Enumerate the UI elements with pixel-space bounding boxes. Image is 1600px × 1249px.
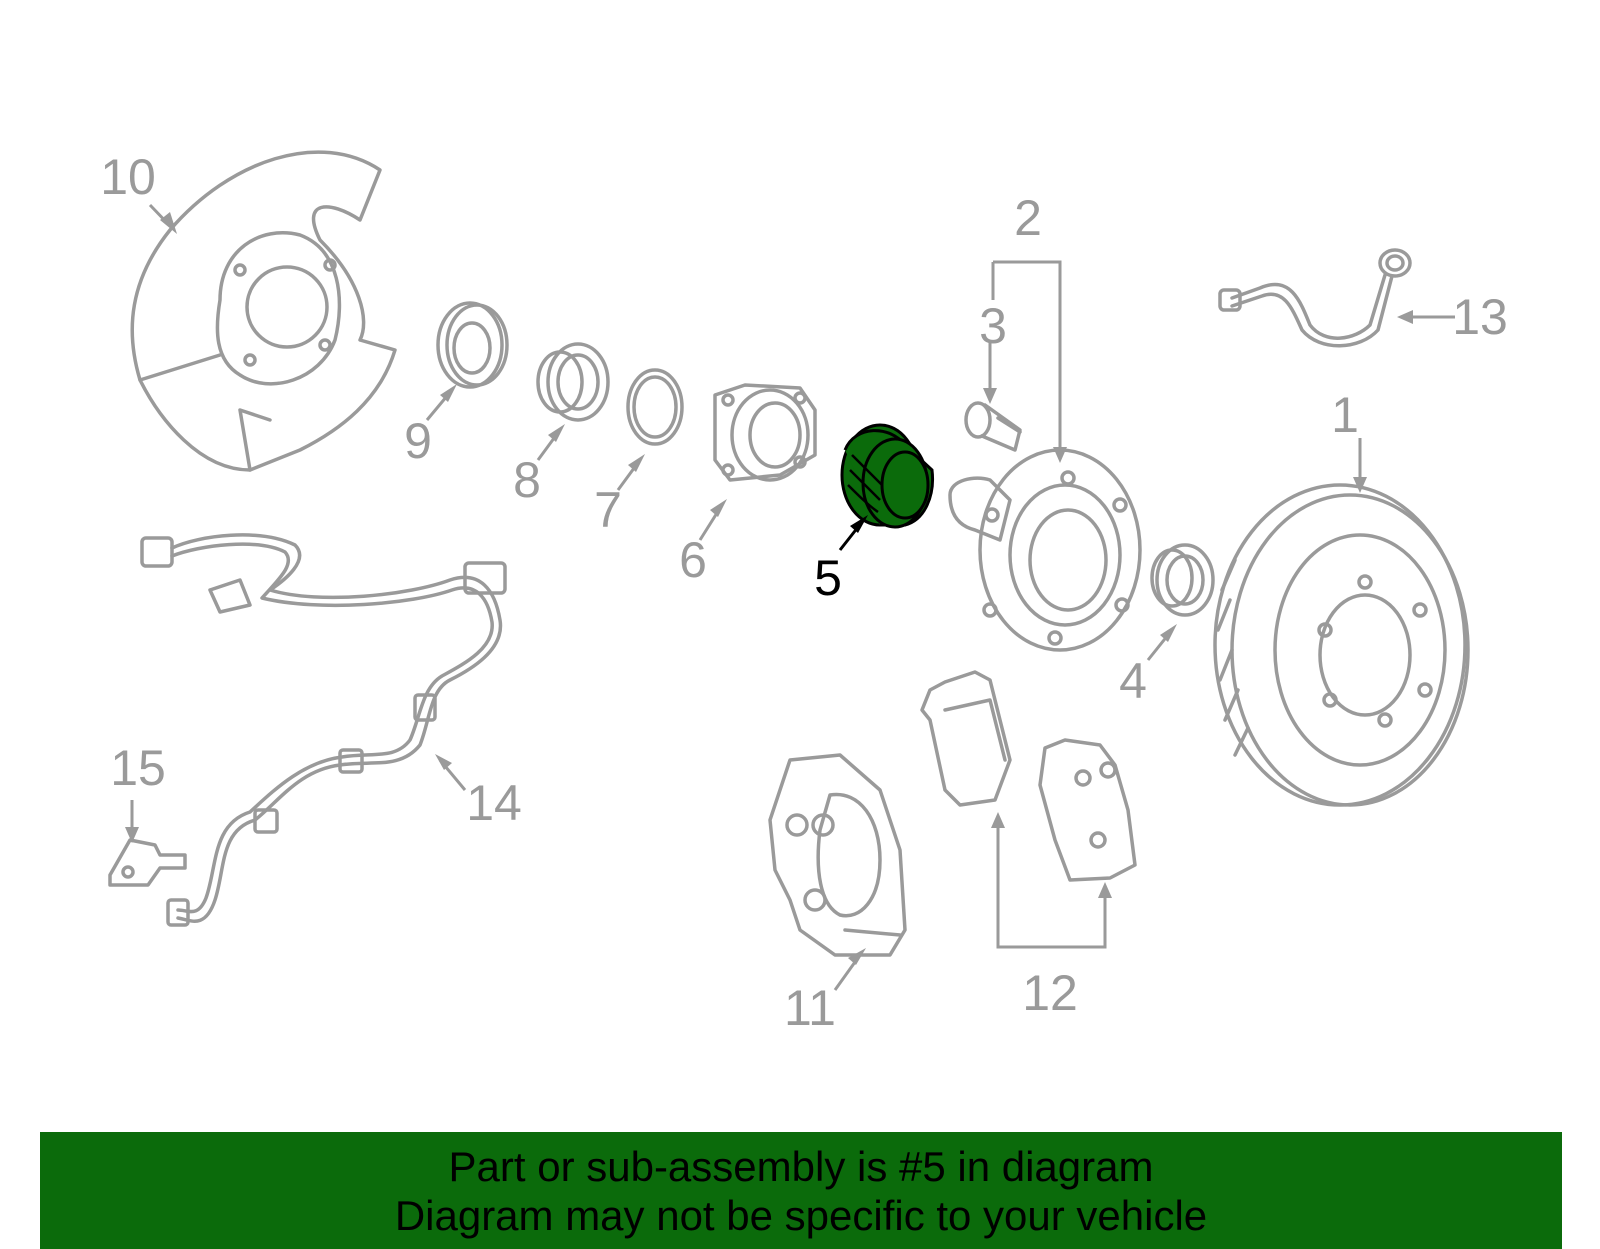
- callout-9: 9: [404, 413, 432, 469]
- callout-15: 15: [110, 740, 166, 796]
- banner-line-2: Diagram may not be specific to your vehi…: [394, 1191, 1208, 1239]
- part-12-brake-pads[interactable]: [920, 670, 1137, 882]
- callout-1: 1: [1331, 387, 1359, 443]
- part-11-caliper[interactable]: [768, 753, 907, 957]
- part-1-rotor[interactable]: [1213, 483, 1470, 807]
- part-4-grease-cap[interactable]: [1150, 543, 1215, 617]
- banner-line-1: Part or sub-assembly is #5 in diagram: [448, 1142, 1154, 1190]
- part-10-dust-shield[interactable]: [130, 150, 397, 472]
- callout-12: 12: [1022, 965, 1078, 1021]
- part-14-abs-wire[interactable]: [140, 533, 507, 927]
- part-5-highlighted[interactable]: [840, 423, 935, 529]
- callout-7: 7: [594, 482, 622, 538]
- part-8-seal[interactable]: [536, 342, 610, 422]
- part-9-seal[interactable]: [436, 301, 509, 389]
- arrowheads: [125, 212, 1413, 965]
- callout-14: 14: [466, 775, 522, 831]
- part-7-snap-ring[interactable]: [626, 368, 684, 446]
- info-banner: Part or sub-assembly is #5 in diagram Di…: [40, 1132, 1562, 1249]
- part-6-bearing[interactable]: [713, 383, 817, 482]
- callout-3: 3: [979, 298, 1007, 354]
- part-3-hub-bolt[interactable]: [964, 401, 1022, 452]
- callout-8: 8: [513, 452, 541, 508]
- callout-4: 4: [1119, 653, 1147, 709]
- leader-2: [991, 260, 1062, 455]
- part-2-hub[interactable]: [948, 448, 1142, 652]
- part-15-bracket[interactable]: [108, 838, 187, 887]
- callout-6: 6: [679, 532, 707, 588]
- part-13-brake-hose[interactable]: [1218, 248, 1412, 348]
- callout-11: 11: [784, 980, 836, 1036]
- callout-labels: 1 2 3 4 5 6 7 8 9 10 11 12 13 14 15: [100, 149, 1508, 1036]
- callout-10: 10: [100, 149, 156, 205]
- leader-12: [996, 820, 1107, 949]
- callout-2: 2: [1014, 190, 1042, 246]
- callout-5: 5: [814, 550, 842, 606]
- callout-13: 13: [1452, 289, 1508, 345]
